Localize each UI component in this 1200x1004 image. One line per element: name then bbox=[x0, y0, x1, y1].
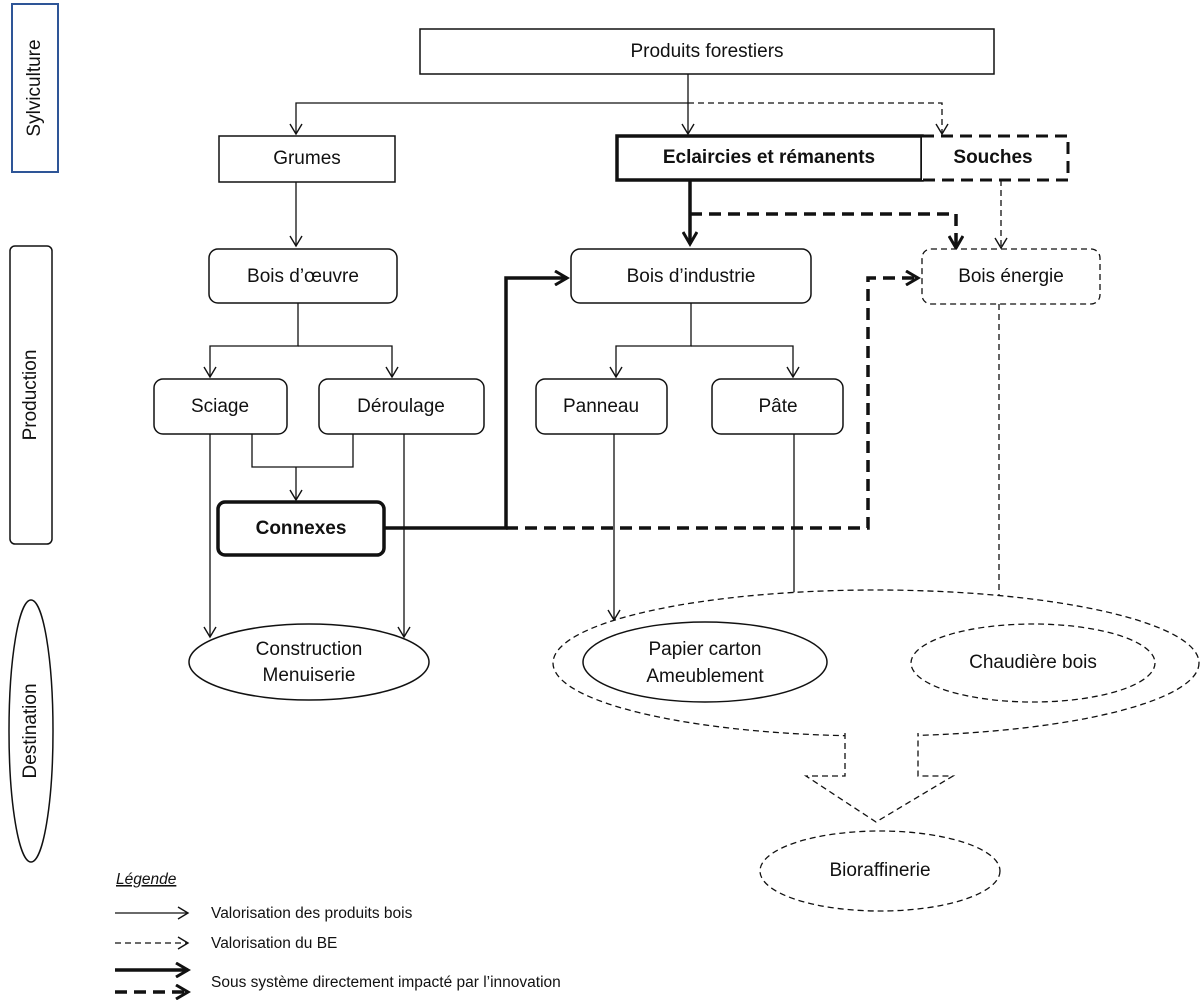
node-souches-label: Souches bbox=[953, 147, 1032, 168]
node-bioraffinerie: Bioraffinerie bbox=[759, 830, 1001, 912]
node-papier-line2: Ameublement bbox=[646, 666, 764, 687]
edge-boisindustrie-pate bbox=[691, 345, 800, 379]
edge-boisoeuvre-split bbox=[203, 303, 299, 379]
node-bois-industrie-label: Bois d’industrie bbox=[627, 266, 756, 287]
legend-label-dashed: Valorisation du BE bbox=[211, 935, 337, 952]
node-souches: Souches bbox=[922, 134, 1070, 182]
node-produits-forestiers: Produits forestiers bbox=[419, 28, 995, 75]
connectors bbox=[203, 74, 1008, 639]
node-bioraffinerie-label: Bioraffinerie bbox=[829, 860, 930, 881]
node-construction-line1: Construction bbox=[256, 639, 363, 660]
legend-label-solid: Valorisation des produits bois bbox=[211, 905, 413, 922]
edge-boisoeuvre-deroulage bbox=[298, 345, 399, 379]
node-pate-label: Pâte bbox=[758, 396, 797, 417]
node-eclaircies: Eclaircies et rémanents bbox=[615, 134, 924, 182]
stage-destination-label: Destination bbox=[20, 683, 41, 778]
node-bois-industrie: Bois d’industrie bbox=[570, 248, 812, 304]
node-pate: Pâte bbox=[711, 378, 844, 435]
node-chaudiere-label: Chaudière bois bbox=[969, 652, 1097, 673]
bioraffinerie-funnel bbox=[552, 589, 1200, 823]
node-bois-energie-label: Bois énergie bbox=[958, 266, 1064, 287]
node-deroulage: Déroulage bbox=[318, 378, 485, 435]
stage-production: Production bbox=[9, 245, 53, 545]
node-grumes: Grumes bbox=[218, 135, 396, 183]
legend-label-thick: Sous système directement impacté par l’i… bbox=[211, 974, 561, 991]
node-bois-oeuvre-label: Bois d’œuvre bbox=[247, 266, 359, 287]
edge-pf-grumes bbox=[289, 74, 689, 136]
node-deroulage-label: Déroulage bbox=[357, 396, 445, 417]
stage-sylviculture: Sylviculture bbox=[11, 3, 59, 173]
node-sciage-label: Sciage bbox=[191, 396, 249, 417]
node-bois-energie: Bois énergie bbox=[921, 248, 1101, 305]
stage-sylviculture-label: Sylviculture bbox=[24, 39, 45, 136]
node-connexes: Connexes bbox=[216, 500, 386, 557]
stage-production-label: Production bbox=[20, 350, 41, 441]
edge-connexes-boisindustrie bbox=[384, 278, 567, 530]
node-produits-forestiers-label: Produits forestiers bbox=[630, 41, 783, 62]
edge-connexes-boisenergie bbox=[506, 278, 918, 530]
node-sciage: Sciage bbox=[153, 378, 288, 435]
node-panneau-label: Panneau bbox=[563, 396, 639, 417]
stage-destination: Destination bbox=[8, 599, 54, 863]
node-construction: Construction Menuiserie bbox=[188, 623, 430, 701]
node-connexes-label: Connexes bbox=[256, 518, 347, 539]
edge-sciage-connexes bbox=[251, 434, 354, 468]
node-panneau: Panneau bbox=[535, 378, 668, 435]
funnel-arrow bbox=[803, 733, 956, 823]
legend-title: Légende bbox=[116, 871, 177, 888]
legend: Légende Valorisation des produits bois V… bbox=[115, 871, 561, 992]
edge-eclaircies-boisenergie bbox=[690, 212, 956, 248]
node-papier-carton: Papier carton Ameublement bbox=[582, 621, 828, 703]
node-papier-line1: Papier carton bbox=[648, 639, 761, 660]
node-bois-oeuvre: Bois d’œuvre bbox=[208, 248, 398, 304]
node-construction-line2: Menuiserie bbox=[263, 665, 356, 686]
node-eclaircies-label: Eclaircies et rémanents bbox=[663, 147, 875, 168]
edge-pf-souches bbox=[688, 102, 949, 136]
edge-boisindustrie-split bbox=[609, 303, 692, 379]
node-chaudiere: Chaudière bois bbox=[910, 623, 1156, 703]
node-grumes-label: Grumes bbox=[273, 148, 341, 169]
